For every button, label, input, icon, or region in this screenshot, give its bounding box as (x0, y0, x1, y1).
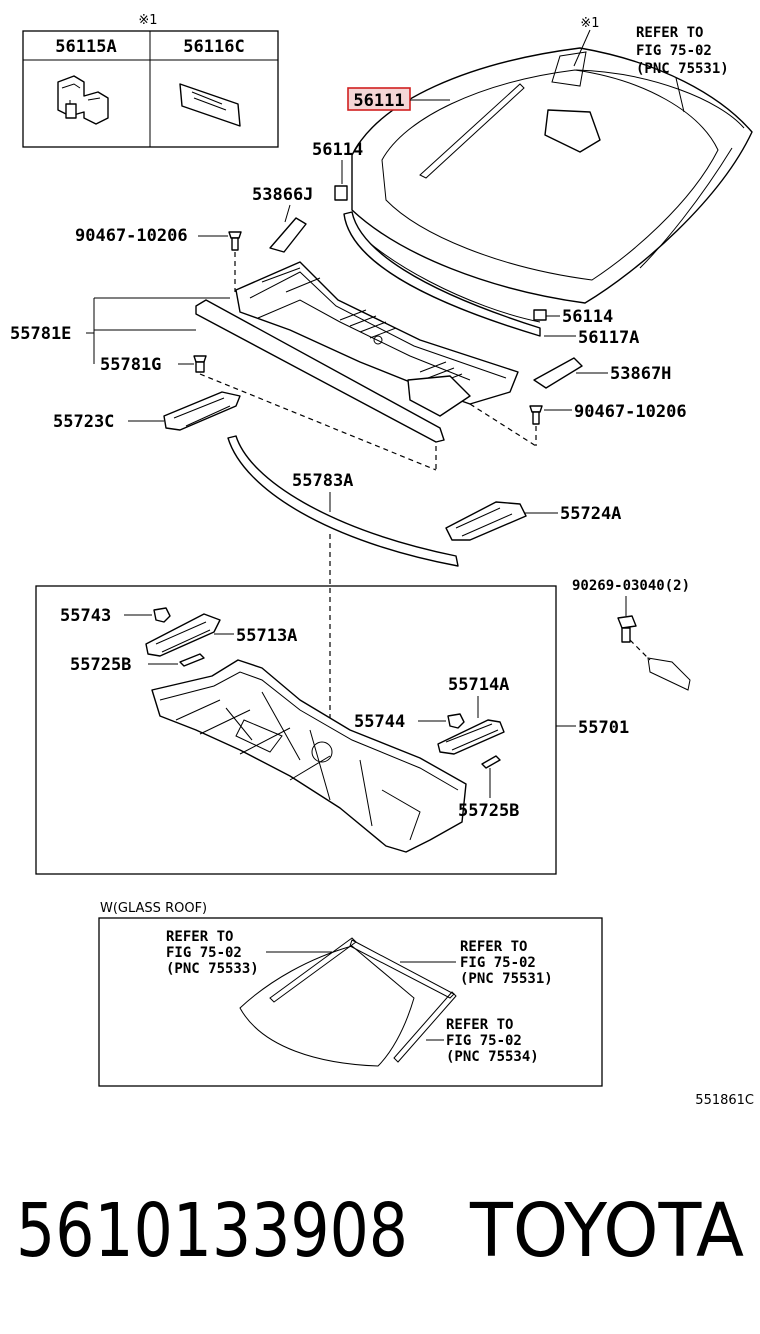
clip-55781g (193, 355, 207, 373)
glass-roof-refer-c: REFER TO FIG 75-02 (PNC 75534) (446, 1017, 539, 1065)
refer-a-line-1: REFER TO (166, 929, 233, 945)
plate-55725b-left (179, 653, 205, 667)
callout-55743[interactable]: 55743 (60, 606, 111, 626)
refer-top-line-1: REFER TO (636, 25, 703, 41)
inset-part-label-1: 56115A (55, 37, 116, 57)
callout-90269[interactable]: 90269-03040(2) (572, 578, 690, 594)
bolt-mount-outline (647, 657, 691, 691)
refer-c-line-1: REFER TO (446, 1017, 513, 1033)
callout-53866j[interactable]: 53866J (252, 185, 313, 205)
refer-top: REFER TO FIG 75-02 (PNC 75531) (636, 25, 729, 77)
weatherstrip-55783a (227, 435, 459, 567)
bracket-55723c (163, 391, 241, 431)
callout-56117a[interactable]: 56117A (578, 328, 639, 348)
clip-56115a-drawing (57, 75, 109, 125)
callout-56111[interactable]: 56111 (353, 91, 404, 111)
callout-55713a[interactable]: 55713A (236, 626, 297, 646)
callout-55725b-left[interactable]: 55725B (70, 655, 131, 675)
cowl-louver-drawing (235, 261, 519, 417)
brand-name: TOYOTA (469, 1188, 744, 1274)
clip-56114-lower (533, 309, 547, 321)
cowl-panel-drawing (151, 659, 467, 853)
screw-right (529, 405, 543, 425)
callout-56114-lower[interactable]: 56114 (562, 307, 613, 327)
inset-box: ※1 56115A 56116C (22, 13, 279, 148)
callout-90467-left[interactable]: 90467-10206 (75, 226, 188, 246)
figure-code: 551861C (695, 1093, 754, 1108)
glass-roof-refer-a: REFER TO FIG 75-02 (PNC 75533) (166, 929, 259, 977)
spacer-53867h (533, 357, 583, 389)
callout-55725b-right[interactable]: 55725B (458, 801, 519, 821)
callout-55723c[interactable]: 55723C (53, 412, 114, 432)
refer-c-line-2: FIG 75-02 (446, 1033, 522, 1049)
callout-55783a[interactable]: 55783A (292, 471, 353, 491)
seal-56117a (343, 211, 541, 337)
callout-55724a[interactable]: 55724A (560, 504, 621, 524)
bracket-55724a (445, 501, 527, 541)
callout-55781e[interactable]: 55781E (10, 324, 71, 344)
note-mark-inset: ※1 (138, 13, 157, 28)
callout-55744[interactable]: 55744 (354, 712, 405, 732)
inset-part-label-2: 56116C (183, 37, 244, 57)
reinforce-55714a (437, 719, 505, 755)
bracket-55743 (153, 607, 171, 623)
note-mark-top: ※1 (580, 16, 599, 31)
glass-roof-windshield-drawing (239, 937, 457, 1067)
glass-roof-title: W(GLASS ROOF) (100, 901, 207, 916)
refer-c-line-3: (PNC 75534) (446, 1049, 539, 1065)
refer-a-line-2: FIG 75-02 (166, 945, 242, 961)
callout-90467-right[interactable]: 90467-10206 (574, 402, 687, 422)
callout-55781g[interactable]: 55781G (100, 355, 161, 375)
glass-roof-box (98, 917, 603, 1087)
glass-roof-refer-b: REFER TO FIG 75-02 (PNC 75531) (460, 939, 553, 987)
bolt-90269 (617, 615, 637, 643)
refer-b-line-1: REFER TO (460, 939, 527, 955)
refer-b-line-2: FIG 75-02 (460, 955, 536, 971)
louver-lower-seal (195, 299, 445, 443)
cowl-panel-box (35, 585, 557, 875)
callout-56114-upper[interactable]: 56114 (312, 140, 363, 160)
bracket-55744 (447, 713, 465, 729)
pad-56116c-drawing (179, 83, 241, 127)
spacer-53866j (269, 217, 307, 253)
refer-top-line-2: FIG 75-02 (636, 43, 712, 59)
callout-55701[interactable]: 55701 (578, 718, 629, 738)
clip-56114-upper (334, 185, 348, 201)
callout-53867h[interactable]: 53867H (610, 364, 671, 384)
refer-a-line-3: (PNC 75533) (166, 961, 259, 977)
callout-55714a[interactable]: 55714A (448, 675, 509, 695)
plate-55725b-right (481, 755, 501, 769)
refer-top-line-3: (PNC 75531) (636, 61, 729, 77)
part-number: 5610133908 (16, 1188, 408, 1274)
refer-b-line-3: (PNC 75531) (460, 971, 553, 987)
screw-left (228, 231, 242, 251)
windshield-callout-highlight (347, 87, 411, 111)
